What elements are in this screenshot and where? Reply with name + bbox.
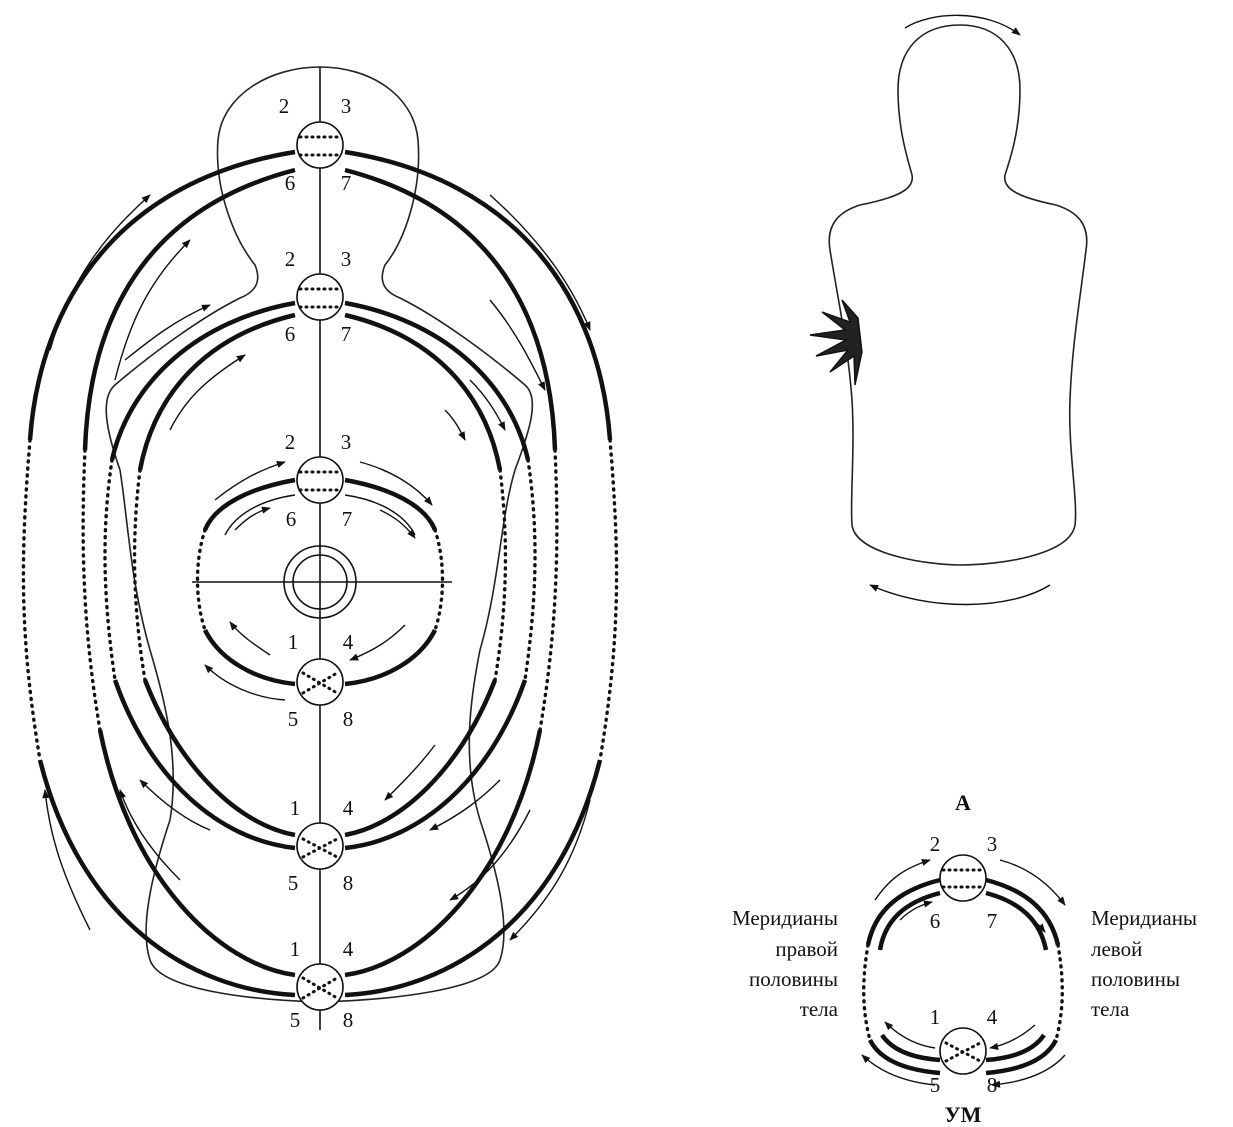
level4-top-right: 4: [343, 630, 354, 654]
svg-text:Меридианы: Меридианы: [732, 906, 838, 930]
torso-back-figure: [810, 15, 1087, 604]
svg-text:Меридианы: Меридианы: [1091, 906, 1197, 930]
left-half-caption: Меридианы левой половины тела: [1091, 906, 1197, 1021]
level3-top-right: 3: [341, 430, 352, 454]
level3-bottom-left: 6: [286, 507, 297, 531]
body-meridian-figure: 2 3 6 7 2 3 6 7 2 3 6 7 1 4 5 8 1 4 5 8 …: [23, 67, 616, 1032]
pain-burst-icon: [810, 300, 862, 385]
small-node-top: [940, 855, 986, 901]
level5-bottom-right: 8: [343, 871, 354, 895]
svg-text:левой: левой: [1091, 937, 1142, 961]
small-n8: 8: [987, 1073, 998, 1097]
node-level-4: [297, 659, 343, 705]
level5-top-left: 1: [290, 796, 301, 820]
small-n3: 3: [987, 832, 998, 856]
level2-bottom-right: 7: [341, 322, 352, 346]
level3-top-left: 2: [285, 430, 296, 454]
level1-top-right: 3: [341, 94, 352, 118]
svg-text:тела: тела: [1091, 997, 1130, 1021]
level2-top-left: 2: [285, 247, 296, 271]
level6-bottom-right: 8: [343, 1008, 354, 1032]
svg-text:половины: половины: [1091, 967, 1180, 991]
small-n2: 2: [930, 832, 941, 856]
svg-text:тела: тела: [800, 997, 839, 1021]
small-n6: 6: [930, 909, 941, 933]
level4-bottom-right: 8: [343, 707, 354, 731]
small-n4: 4: [987, 1005, 998, 1029]
level6-bottom-left: 5: [290, 1008, 301, 1032]
level5-bottom-left: 5: [288, 871, 299, 895]
level2-top-right: 3: [341, 247, 352, 271]
torso-silhouette: [829, 25, 1087, 565]
level5-top-right: 4: [343, 796, 354, 820]
level3-bottom-right: 7: [342, 507, 353, 531]
right-half-caption: Меридианы правой половины тела: [732, 906, 839, 1021]
small-meridian-diagram: A УМ 2 3 6 7 1 4 5 8 Меридиан: [732, 790, 1197, 1127]
node-level-6: [297, 964, 343, 1010]
level4-bottom-left: 5: [288, 707, 299, 731]
node-level-2: [297, 274, 343, 320]
level1-bottom-right: 7: [341, 171, 352, 195]
level6-top-left: 1: [290, 937, 301, 961]
small-n1: 1: [930, 1005, 941, 1029]
small-n5: 5: [930, 1073, 941, 1097]
node-level-3: [297, 457, 343, 503]
level2-bottom-left: 6: [285, 322, 296, 346]
level1-top-left: 2: [279, 94, 290, 118]
svg-text:правой: правой: [775, 937, 838, 961]
label-um: УМ: [945, 1102, 982, 1127]
bottom-rotation-arrow: [870, 585, 1050, 605]
level6-top-right: 4: [343, 937, 354, 961]
small-n7: 7: [987, 909, 998, 933]
svg-text:половины: половины: [749, 967, 838, 991]
node-level-5: [297, 823, 343, 869]
node-level-1: [297, 122, 343, 168]
label-a: A: [955, 790, 971, 815]
level4-top-left: 1: [288, 630, 299, 654]
level1-bottom-left: 6: [285, 171, 296, 195]
